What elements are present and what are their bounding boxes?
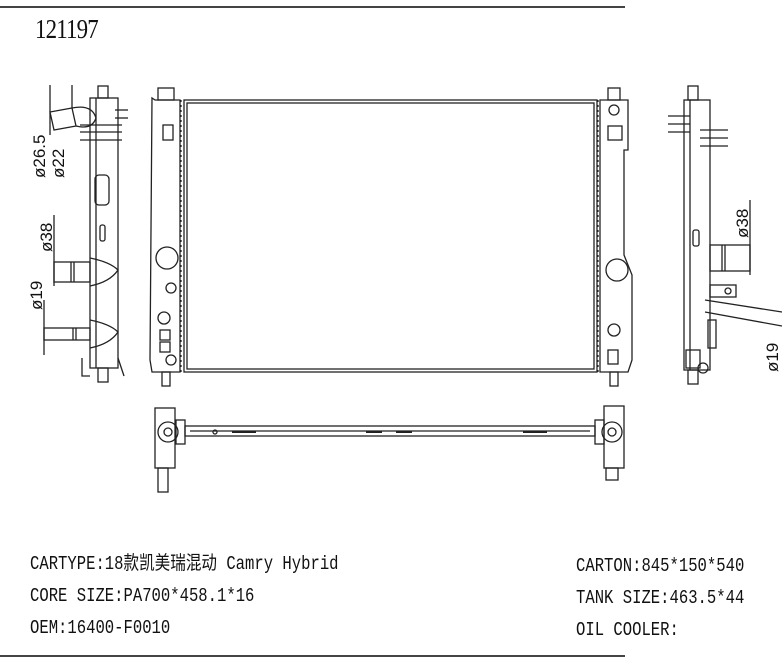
tank-size-text: TANK SIZE:463.5*44 <box>576 587 745 609</box>
carton-text: CARTON:845*150*540 <box>576 555 745 577</box>
left-side-view <box>43 85 128 383</box>
front-view <box>149 87 633 387</box>
dim-right-19: ø19 <box>763 343 782 372</box>
oem-text: OEM:16400-F0010 <box>30 617 171 639</box>
dim-left-19: ø19 <box>27 281 46 310</box>
dim-left-38: ø38 <box>37 223 56 252</box>
bottom-rule <box>0 655 625 657</box>
cartype-text: CARTYPE:18款凯美瑞混动 Camry Hybrid <box>30 553 339 575</box>
specs-left: CARTYPE:18款凯美瑞混动 Camry Hybrid CORE SIZE:… <box>30 548 339 644</box>
specs-right: CARTON:845*150*540 TANK SIZE:463.5*44 OI… <box>576 550 744 646</box>
top-rule <box>0 6 625 8</box>
radiator-drawing: ø26.5 ø22 ø38 ø19 ø38 ø19 <box>27 85 782 493</box>
core-size-text: CORE SIZE:PA700*458.1*16 <box>30 585 255 607</box>
top-view <box>154 405 625 493</box>
dim-right-38: ø38 <box>733 209 752 238</box>
oil-cooler-text: OIL COOLER: <box>576 619 679 641</box>
dim-left-22: ø22 <box>49 149 68 178</box>
dim-left-26-5: ø26.5 <box>30 135 49 178</box>
right-side-view <box>668 85 782 385</box>
part-number: 121197 <box>35 14 99 44</box>
